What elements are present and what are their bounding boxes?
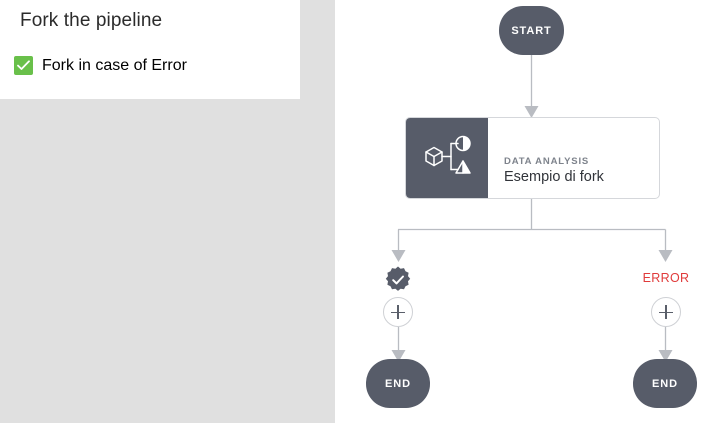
start-node-label: START (511, 24, 552, 37)
error-branch-label: ERROR (642, 271, 690, 285)
fork-on-error-option[interactable]: Fork in case of Error (14, 56, 187, 75)
add-step-button-success[interactable] (383, 297, 413, 327)
task-node-type-label: DATA ANALYSIS (504, 156, 590, 167)
fork-on-error-checkbox[interactable] (14, 56, 33, 75)
fork-settings-card: Fork the pipeline Fork in case of Error (0, 0, 300, 99)
end-node-error[interactable]: END (633, 359, 697, 408)
end-node-success-label: END (385, 377, 411, 390)
data-analysis-icon (421, 130, 473, 187)
task-node-icon-panel (406, 118, 488, 198)
end-node-error-label: END (652, 377, 678, 390)
start-node[interactable]: START (499, 6, 564, 55)
task-node-body: DATA ANALYSIS Esempio di fork (488, 118, 659, 198)
task-node-name-label: Esempio di fork (504, 169, 604, 185)
add-step-button-error[interactable] (651, 297, 681, 327)
left-pane: Fork the pipeline Fork in case of Error (0, 0, 335, 423)
verified-check-badge-icon (383, 265, 413, 295)
page-title: Fork the pipeline (20, 10, 163, 31)
task-node-data-analysis[interactable]: DATA ANALYSIS Esempio di fork (405, 117, 660, 199)
end-node-success[interactable]: END (366, 359, 430, 408)
fork-on-error-label: Fork in case of Error (42, 56, 187, 74)
